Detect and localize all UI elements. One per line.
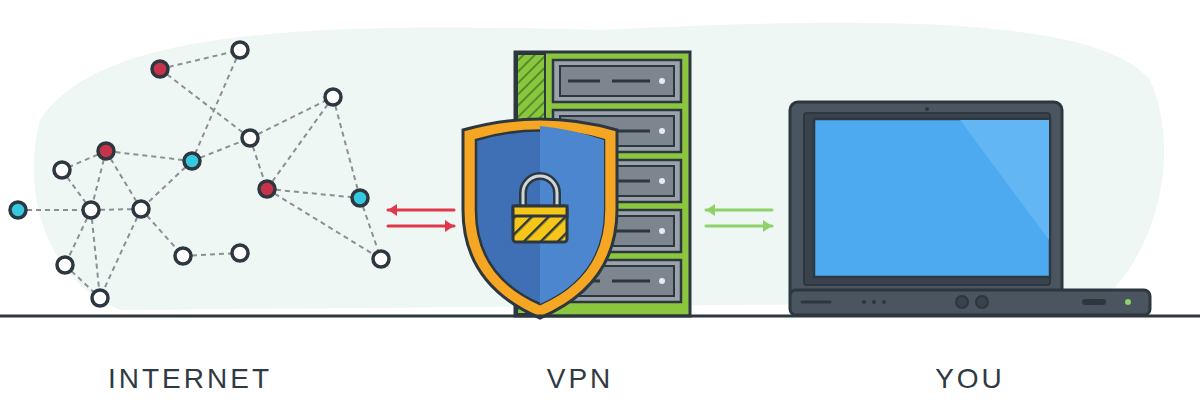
arrow-head (388, 204, 397, 216)
ground-line (0, 315, 1200, 318)
network-dot (184, 153, 200, 169)
user-laptop: YOU (780, 40, 1160, 396)
laptop-lid (790, 102, 1062, 302)
network-link (141, 161, 192, 209)
arrow-head (445, 220, 454, 232)
unit-led (659, 178, 665, 184)
unit-face (553, 60, 681, 102)
section-label: YOU (935, 362, 1005, 396)
padlock-shackle-shine (523, 176, 557, 208)
screen-glare (960, 120, 1049, 240)
network-link (106, 151, 192, 161)
shield-rim (463, 119, 617, 318)
laptop-screen (814, 119, 1050, 277)
network-dot (54, 162, 70, 178)
network-dot (232, 42, 248, 58)
network-link (160, 50, 240, 69)
double-arrow (706, 204, 772, 232)
network-dot (92, 290, 108, 306)
network-dot (242, 130, 258, 146)
network-link (333, 97, 360, 198)
base-dot (882, 300, 886, 304)
network-dot (373, 251, 389, 267)
network-dot (10, 202, 26, 218)
arrow-line (706, 209, 772, 212)
network-dot (57, 257, 73, 273)
unit-led (659, 228, 665, 234)
internet-cloud: INTERNET (0, 40, 380, 396)
network-dot (325, 89, 341, 105)
laptop-bezel (804, 113, 1050, 285)
laptop-base (790, 290, 1150, 315)
unit-slot (612, 80, 650, 83)
network-dot (133, 201, 149, 217)
arrow-head (706, 204, 715, 216)
network-link (160, 69, 250, 138)
network-link (18, 209, 91, 211)
base-port (956, 296, 968, 308)
unit-led (659, 278, 665, 284)
shield-icon (463, 119, 617, 318)
network-link (192, 50, 240, 161)
arrow-head (763, 220, 772, 232)
base-led (1125, 299, 1131, 305)
network-dot (352, 190, 368, 206)
arrow-line (706, 225, 772, 228)
network-link (267, 189, 360, 198)
arrow-line (388, 225, 454, 228)
base-slot (1082, 299, 1106, 305)
network-dot (83, 202, 99, 218)
network-dot (259, 181, 275, 197)
section-label: INTERNET (108, 362, 272, 396)
section-label: VPN (547, 362, 614, 396)
server-unit (553, 60, 681, 102)
double-arrow (388, 204, 454, 232)
unit-slot (568, 80, 600, 83)
unit-slot (612, 230, 650, 233)
network-dot (175, 248, 191, 264)
laptop-camera (925, 107, 929, 111)
base-dot (872, 300, 876, 304)
laptop-icon (790, 102, 1150, 315)
network-link (267, 189, 381, 259)
rack-body (515, 52, 690, 316)
unit-slot (612, 280, 650, 283)
network-graph (10, 42, 389, 306)
padlock-top (513, 206, 567, 216)
unit-panel (560, 66, 674, 96)
padlock-shackle (523, 176, 557, 208)
server-rack (515, 52, 690, 316)
base-port (976, 296, 988, 308)
network-link (250, 97, 333, 138)
network-link (100, 209, 141, 298)
network-dot (98, 143, 114, 159)
network-link (267, 97, 333, 189)
network-dot (152, 61, 168, 77)
vpn-server: VPN (462, 40, 698, 396)
network-link (91, 210, 100, 298)
arrow-line (388, 209, 454, 212)
network-dot (232, 245, 248, 261)
base-vent (802, 301, 830, 304)
unit-led (659, 78, 665, 84)
padlock-body (513, 206, 567, 242)
network-link (106, 151, 141, 209)
base-dot (862, 300, 866, 304)
unit-led (659, 128, 665, 134)
